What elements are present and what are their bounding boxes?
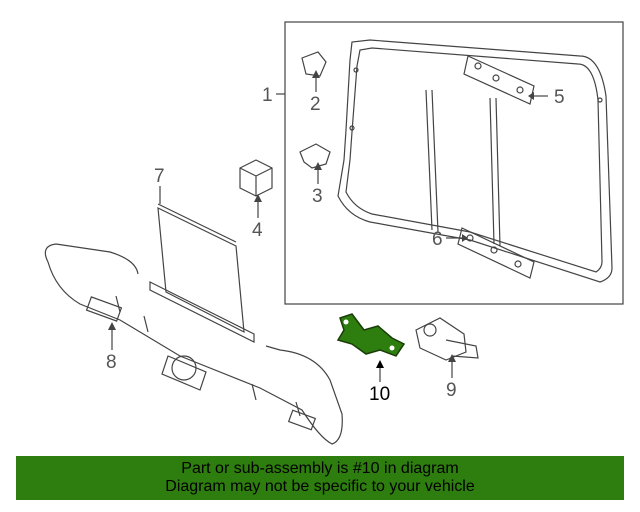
banner-line-2: Diagram may not be specific to your vehi… xyxy=(165,478,475,495)
arrow-head-10 xyxy=(376,360,384,368)
callout-1: 1 xyxy=(262,85,273,106)
callout-2: 2 xyxy=(310,94,321,115)
callout-5: 5 xyxy=(554,87,565,108)
callout-3: 3 xyxy=(312,186,323,207)
window-assembly-frame xyxy=(284,21,624,305)
callout-4: 4 xyxy=(252,220,263,241)
part-4-block xyxy=(239,159,273,197)
part-3-clip xyxy=(299,143,331,169)
part-9-latch xyxy=(415,317,479,361)
part-8-cable-assembly xyxy=(44,243,343,445)
leader-lines xyxy=(111,76,548,382)
part-7-panel xyxy=(149,203,255,343)
rear-window-glass xyxy=(337,39,613,283)
part-6-lower-bracket xyxy=(457,227,535,279)
exploded-parts-diagram: 1 2 3 4 5 6 7 8 9 10 xyxy=(44,21,624,445)
callout-8: 8 xyxy=(106,352,117,373)
part-5-upper-bracket xyxy=(463,55,535,105)
info-banner: Part or sub-assembly is #10 in diagram D… xyxy=(16,456,624,500)
arrow-heads xyxy=(108,70,534,362)
callout-9: 9 xyxy=(446,380,457,401)
callout-6: 6 xyxy=(432,229,443,250)
callout-7: 7 xyxy=(154,166,165,187)
part-10-highlighted-bracket[interactable] xyxy=(336,313,406,357)
part-2-clip xyxy=(301,51,327,77)
callout-10: 10 xyxy=(369,384,390,405)
banner-line-1: Part or sub-assembly is #10 in diagram xyxy=(181,460,459,477)
